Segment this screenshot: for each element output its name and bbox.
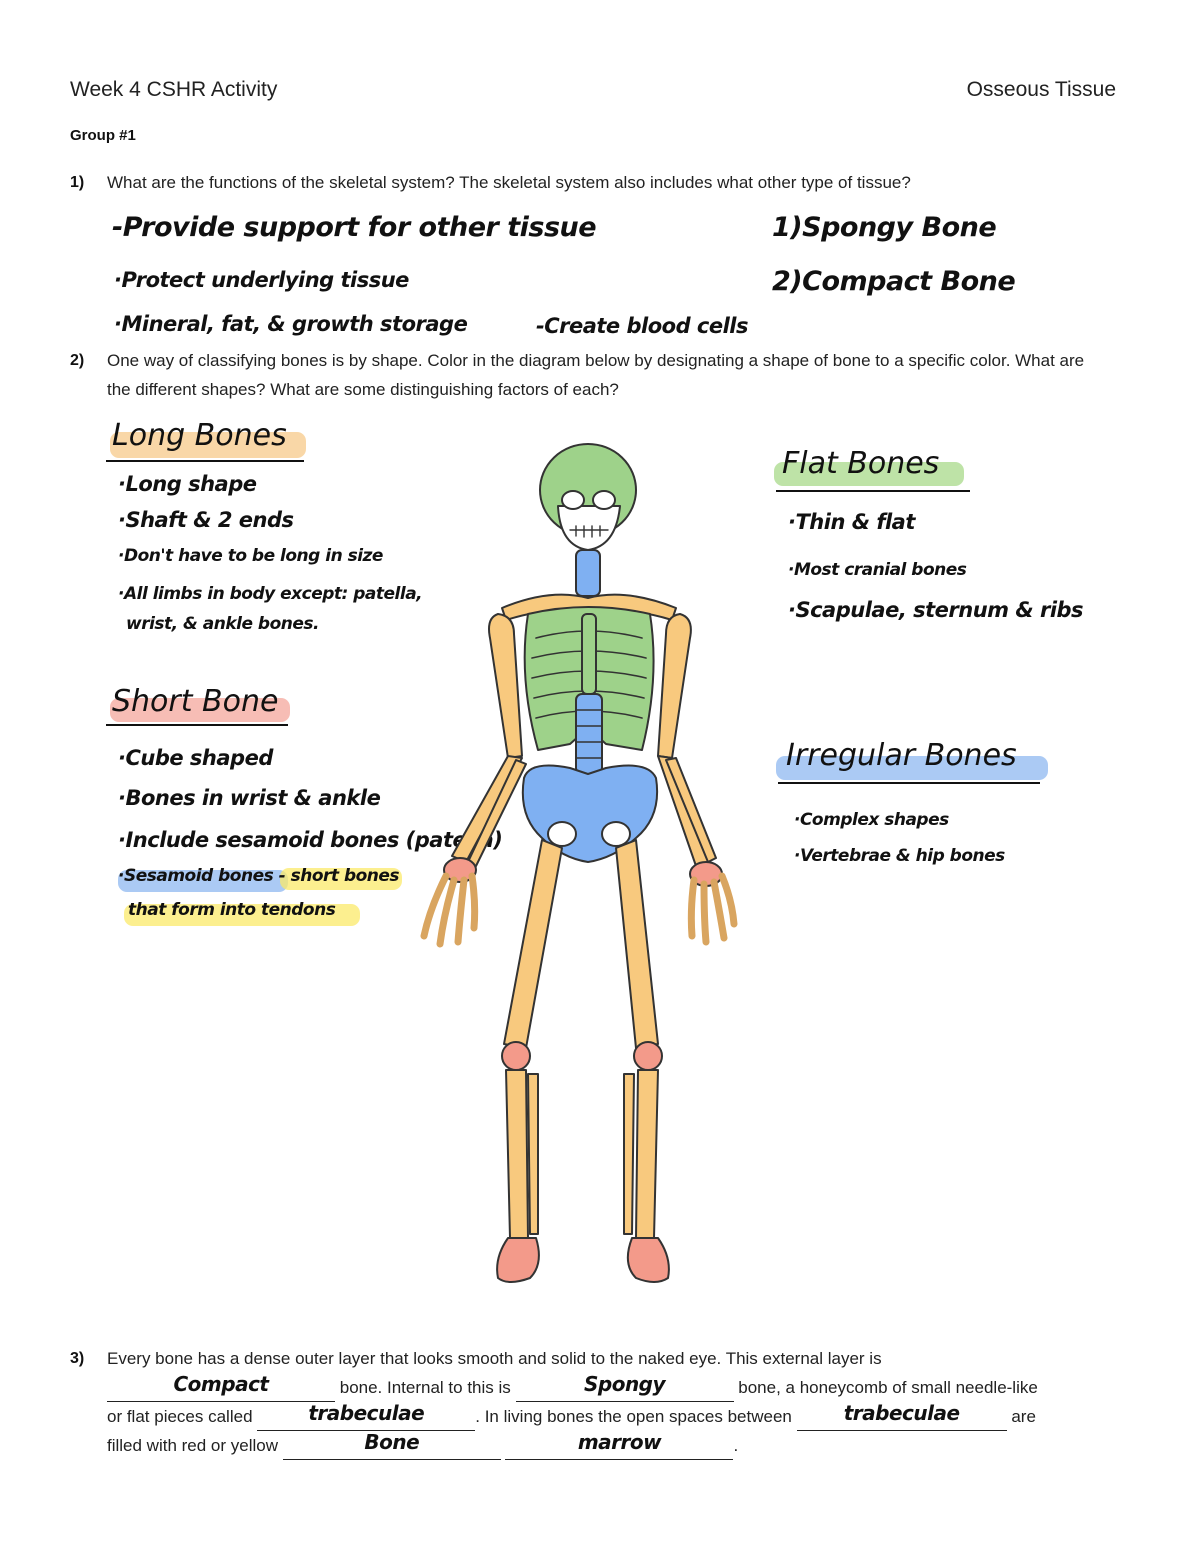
q1-tissue-1: 1)Spongy Bone: [772, 212, 997, 243]
right-tibia: [635, 1069, 659, 1239]
right-humerus: [657, 613, 692, 759]
header-left: Week 4 CSHR Activity: [70, 78, 278, 101]
left-patella: [501, 1041, 531, 1071]
irregular-note-2: ·Vertebrae & hip bones: [794, 846, 1005, 866]
q3-body: Every bone has a dense outer layer that …: [107, 1344, 1117, 1460]
left-hand: [420, 872, 479, 948]
long-note-5: wrist, & ankle bones.: [126, 614, 320, 634]
blank-open-spaces[interactable]: trabeculae: [796, 1401, 1007, 1431]
sternum: [581, 613, 597, 695]
long-note-3: ·Don't have to be long in size: [118, 546, 383, 566]
lumbar-vertebrae: [575, 693, 603, 775]
q1-answer-4: -Create blood cells: [536, 314, 749, 338]
q3-line-1: Every bone has a dense outer layer that …: [107, 1349, 882, 1368]
left-wrist: [443, 857, 477, 883]
jaw: [557, 505, 621, 551]
q3-number: 3): [70, 1350, 85, 1367]
short-note-2: ·Bones in wrist & ankle: [118, 786, 381, 810]
cervical-vertebrae: [575, 549, 601, 597]
short-bone-underline: [106, 724, 288, 726]
q2-text: One way of classifying bones is by shape…: [107, 351, 1085, 399]
short-bone-title: Short Bone: [112, 684, 279, 719]
q1-answer-1: -Provide support for other tissue: [112, 212, 597, 243]
short-note-4: ·Sesamoid bones - short bones: [118, 866, 400, 886]
flat-bones-title: Flat Bones: [782, 446, 940, 481]
flat-note-2: ·Most cranial bones: [788, 560, 967, 580]
flat-bones-underline: [776, 490, 970, 492]
q1-tissue-2: 2)Compact Bone: [772, 266, 1016, 297]
left-humerus: [488, 613, 523, 759]
long-note-4: ·All limbs in body except: patella,: [118, 584, 423, 604]
blank-pieces-called[interactable]: trabeculae: [257, 1401, 476, 1431]
blank-internal-bone[interactable]: Spongy: [515, 1372, 734, 1402]
short-note-5: that form into tendons: [128, 900, 336, 920]
right-hand: [687, 872, 738, 946]
left-tibia: [505, 1069, 529, 1239]
skeleton-diagram: [420, 443, 738, 1283]
blank-outer-layer[interactable]: Compact: [107, 1372, 335, 1402]
blank-marrow[interactable]: marrow: [505, 1430, 734, 1460]
flat-note-1: ·Thin & flat: [788, 510, 915, 534]
header-right: Osseous Tissue: [966, 78, 1116, 101]
long-note-2: ·Shaft & 2 ends: [118, 508, 294, 532]
q1-number: 1): [70, 174, 85, 191]
right-ulna: [665, 757, 717, 863]
q1-answer-3: ·Mineral, fat, & growth storage: [114, 312, 468, 336]
long-bones-title: Long Bones: [112, 418, 287, 453]
q1-text: What are the functions of the skeletal s…: [107, 173, 911, 192]
left-foot: [496, 1237, 540, 1283]
left-femur: [503, 839, 563, 1049]
long-bones-underline: [106, 460, 304, 462]
irregular-note-1: ·Complex shapes: [794, 810, 949, 830]
blank-filled-with[interactable]: Bone: [282, 1430, 501, 1460]
right-patella: [633, 1041, 663, 1071]
q2-number: 2): [70, 352, 85, 369]
q3-line-4: filled with red or yellow Bone marrow.: [107, 1430, 1117, 1460]
right-femur: [615, 839, 659, 1049]
flat-note-3: ·Scapulae, sternum & ribs: [788, 598, 1084, 622]
q3-line-3: or flat pieces called trabeculae. In liv…: [107, 1401, 1117, 1431]
left-fibula: [527, 1073, 539, 1235]
right-fibula: [623, 1073, 635, 1235]
right-foot: [626, 1237, 670, 1283]
q3-line-2: Compact bone. Internal to this is Spongy…: [107, 1372, 1117, 1402]
irregular-bones-title: Irregular Bones: [786, 738, 1017, 773]
short-note-1: ·Cube shaped: [118, 746, 273, 770]
short-note-3: ·Include sesamoid bones (patella): [118, 828, 503, 852]
irregular-bones-underline: [778, 782, 1040, 784]
long-note-1: ·Long shape: [118, 472, 257, 496]
group-label: Group #1: [70, 127, 136, 144]
q1-answer-2: ·Protect underlying tissue: [114, 268, 409, 292]
